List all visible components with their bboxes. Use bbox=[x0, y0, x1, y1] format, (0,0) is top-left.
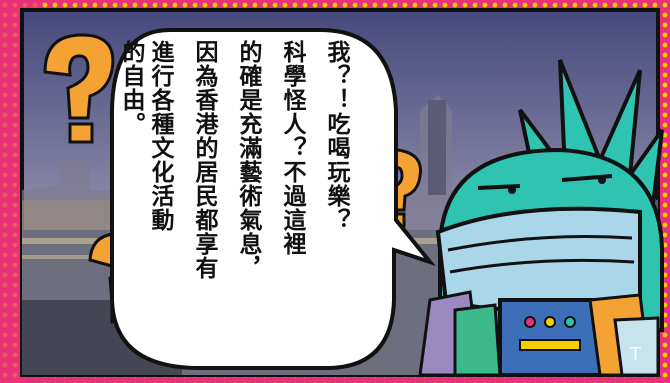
bubble-text-column-1: 我？！吃喝玩樂？ bbox=[323, 40, 349, 232]
shopping-bag-icon: T bbox=[418, 290, 660, 377]
bubble-text-column-6: 的自由。 bbox=[118, 40, 144, 136]
bubble-text-column-4: 因為香港的居民都享有 bbox=[191, 40, 217, 280]
svg-text:T: T bbox=[629, 344, 642, 365]
question-mark-icon bbox=[43, 33, 115, 144]
green-character bbox=[435, 59, 664, 377]
bubble-text-column-3: 的確是充滿藝術氣息， bbox=[235, 40, 261, 280]
speech-bubble bbox=[109, 28, 436, 370]
bubble-text-column-2: 科學怪人？不過這裡 bbox=[279, 40, 305, 256]
bubble-text-column-5: 進行各種文化活動 bbox=[147, 40, 173, 232]
